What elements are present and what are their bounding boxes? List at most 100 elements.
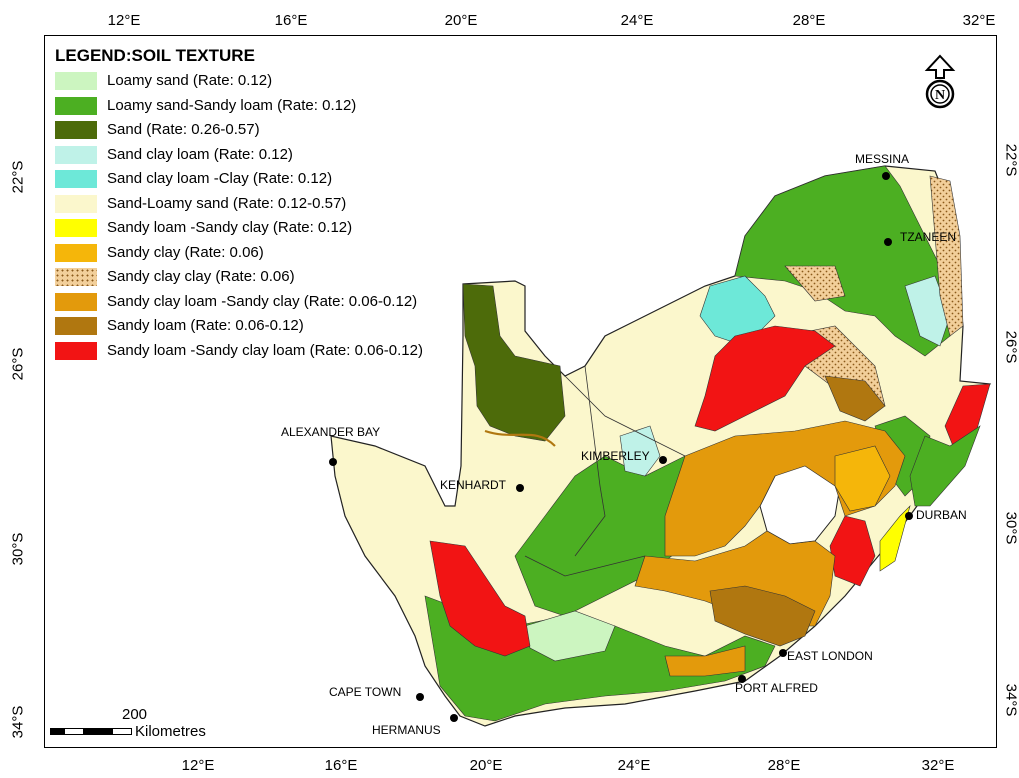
scale-bar-value: 200	[122, 706, 148, 723]
scale-segment	[64, 728, 84, 735]
region-sand-clay-loam-2	[524, 610, 616, 662]
region-sandy-clay-loam-sandy-clay-3	[664, 645, 746, 677]
bottom-tick-28e: 28°E	[767, 757, 801, 774]
legend-item: Sandy clay clay (Rate: 0.06)	[55, 266, 525, 291]
city-label-cape-town: CAPE TOWN	[329, 685, 402, 699]
city-dot-east-london[interactable]	[779, 649, 787, 657]
river-line	[484, 429, 556, 447]
north-arrow-icon: N	[920, 54, 960, 110]
legend-label: Sandy clay clay (Rate: 0.06)	[107, 268, 295, 285]
region-sand-clay-loam-clay-2	[904, 275, 951, 347]
region-sandy-loam-sandy-clay-loam-3	[829, 515, 876, 587]
city-label-messina: MESSINA	[855, 152, 910, 166]
legend-swatch	[55, 145, 97, 164]
legend-label: Sandy clay loam -Sandy clay (Rate: 0.06-…	[107, 292, 418, 310]
region-sandy-loam-2	[824, 375, 886, 422]
city-label-tzaneen: TZANEEN	[900, 230, 957, 244]
legend-item: Sand clay loam -Clay (Rate: 0.12)	[55, 168, 525, 193]
city-dot-kimberley[interactable]	[659, 456, 667, 464]
top-tick-20e: 20°E	[444, 12, 478, 29]
legend-label: Sandy loam (Rate: 0.06-0.12)	[107, 317, 304, 334]
right-tick-34s: 34°S	[1002, 683, 1019, 717]
region-sandy-clay	[834, 445, 891, 512]
legend-item: Sand clay loam (Rate: 0.12)	[55, 144, 525, 169]
legend-item: Sandy loam -Sandy clay loam (Rate: 0.06-…	[55, 340, 525, 365]
soil-texture-map[interactable]	[45, 36, 996, 747]
map-panel[interactable]: LEGEND:SOIL TEXTURE Loamy sand (Rate: 0.…	[44, 35, 997, 748]
legend-item: Loamy sand (Rate: 0.12)	[55, 70, 525, 95]
bottom-tick-12e: 12°E	[181, 757, 215, 774]
legend-swatch	[55, 317, 97, 335]
province-border-2	[574, 365, 606, 557]
legend-label: Sandy loam -Sandy clay loam (Rate: 0.06-…	[107, 341, 423, 359]
left-tick-22s: 22°S	[9, 160, 27, 194]
legend: LEGEND:SOIL TEXTURE Loamy sand (Rate: 0.…	[55, 46, 525, 364]
legend-swatch	[55, 72, 97, 90]
province-border-3	[524, 555, 646, 577]
city-label-hermanus: HERMANUS	[372, 723, 441, 737]
right-tick-26s: 26°S	[1002, 330, 1019, 364]
city-dot-port-alfred[interactable]	[738, 675, 746, 683]
legend-label: Sandy clay (Rate: 0.06)	[107, 243, 264, 261]
legend-label: Sand clay loam -Clay (Rate: 0.12)	[107, 170, 333, 187]
left-tick-34s: 34°S	[9, 705, 27, 739]
scale-bar-unit: Kilometres	[135, 723, 206, 740]
legend-item: Sandy clay (Rate: 0.06)	[55, 242, 525, 267]
legend-swatch	[55, 219, 97, 237]
region-sandy-clay-clay-3	[784, 265, 846, 302]
city-dot-alexander-bay[interactable]	[329, 458, 337, 466]
region-sand	[462, 283, 566, 442]
bottom-tick-24e: 24°E	[617, 757, 651, 774]
legend-swatch	[55, 170, 97, 188]
legend-label: Sand (Rate: 0.26-0.57)	[107, 121, 260, 138]
region-sandy-loam-sandy-clay-loam	[694, 325, 836, 432]
city-dot-cape-town[interactable]	[416, 693, 424, 701]
city-dot-kenhardt[interactable]	[516, 484, 524, 492]
scale-segment	[104, 728, 112, 735]
top-tick-28e: 28°E	[792, 12, 826, 29]
scale-segment	[50, 728, 64, 735]
legend-swatch	[55, 268, 97, 286]
legend-swatch	[55, 243, 97, 262]
bottom-tick-16e: 16°E	[324, 757, 358, 774]
city-dot-hermanus[interactable]	[450, 714, 458, 722]
north-letter: N	[935, 88, 945, 103]
top-tick-32e: 32°E	[962, 12, 996, 29]
region-coastal-green	[909, 425, 981, 507]
bottom-tick-32e: 32°E	[921, 757, 955, 774]
legend-label: Loamy sand-Sandy loam (Rate: 0.12)	[107, 96, 357, 114]
city-dot-durban[interactable]	[905, 512, 913, 520]
scale-segment	[84, 728, 104, 735]
city-label-alexander-bay: ALEXANDER BAY	[281, 425, 381, 439]
legend-label: Sand clay loam (Rate: 0.12)	[107, 145, 293, 163]
legend-title: LEGEND:SOIL TEXTURE	[55, 46, 255, 65]
bottom-tick-20e: 20°E	[469, 757, 503, 774]
city-dot-messina[interactable]	[882, 172, 890, 180]
province-border	[564, 375, 686, 457]
scale-bar: 200 Kilometres	[50, 706, 310, 740]
region-sandy-loam	[709, 585, 816, 647]
right-tick-30s: 30°S	[1002, 511, 1019, 545]
region-sandy-clay-clay	[929, 175, 964, 337]
scale-segment	[112, 728, 132, 735]
city-dot-tzaneen[interactable]	[884, 238, 892, 246]
legend-swatch	[55, 121, 97, 139]
right-tick-22s: 22°S	[1002, 143, 1019, 177]
city-label-kenhardt: KENHARDT	[440, 478, 507, 492]
city-label-durban: DURBAN	[916, 508, 967, 522]
legend-item: Sand (Rate: 0.26-0.57)	[55, 119, 525, 144]
legend-item: Sandy loam -Sandy clay (Rate: 0.12)	[55, 217, 525, 242]
legend-swatch	[55, 341, 97, 360]
legend-item: Sandy loam (Rate: 0.06-0.12)	[55, 315, 525, 340]
top-tick-12e: 12°E	[107, 12, 141, 29]
legend-swatch	[55, 292, 97, 311]
region-sandy-loam-sandy-clay	[879, 504, 911, 572]
left-tick-30s: 30°S	[9, 532, 27, 566]
city-label-kimberley: KIMBERLEY	[581, 449, 650, 463]
legend-swatch	[55, 194, 97, 213]
legend-item: Loamy sand-Sandy loam (Rate: 0.12)	[55, 95, 525, 120]
legend-swatch	[55, 96, 97, 115]
top-tick-24e: 24°E	[620, 12, 654, 29]
left-tick-26s: 26°S	[9, 347, 27, 381]
